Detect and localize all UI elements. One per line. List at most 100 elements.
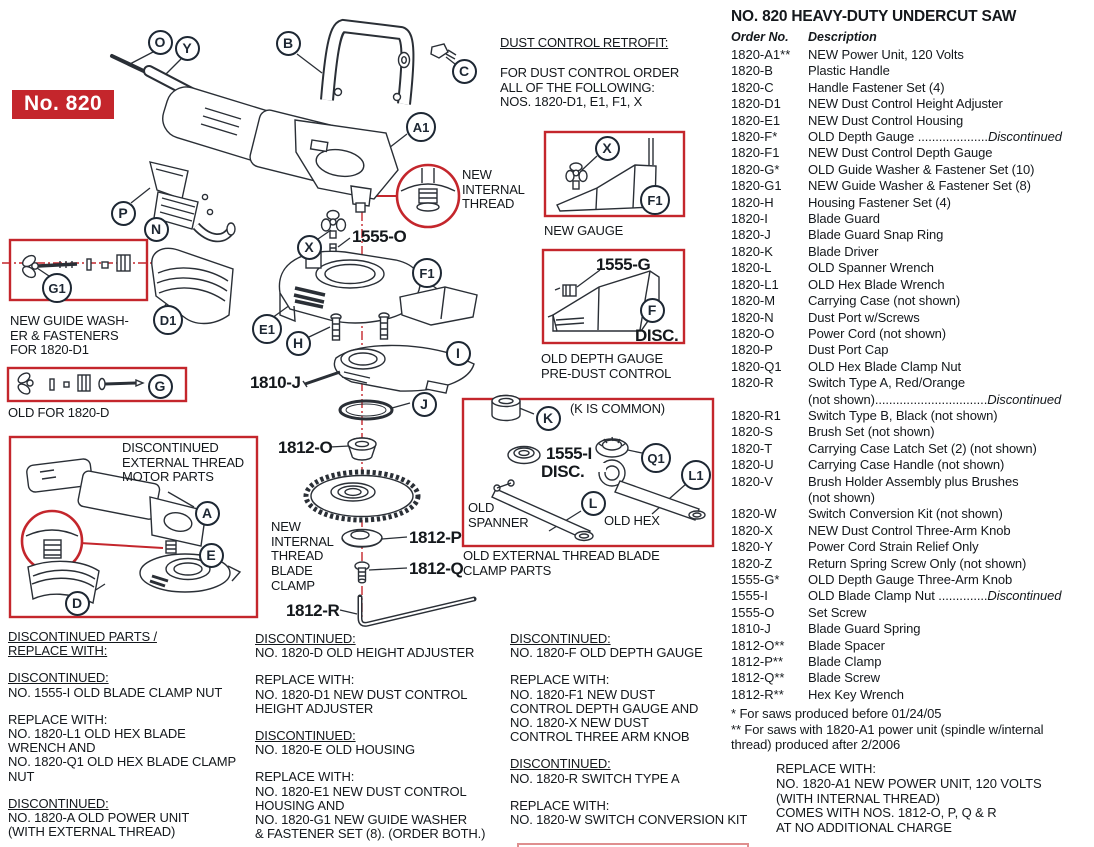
new-gauge-art xyxy=(556,138,657,212)
callout-n: N xyxy=(143,216,169,242)
table-row: 1820-H Housing Fastener Set (4) xyxy=(731,195,1091,211)
order-no-cell: 1820-E1 xyxy=(731,112,781,128)
description-cell: Dust Port w/Screws xyxy=(808,310,1091,326)
description-line: Dust Port Cap xyxy=(808,342,889,358)
description-line: Carrying Case Handle (not shown) xyxy=(808,457,1005,473)
callout-j: J xyxy=(411,391,437,417)
block-heading: REPLACE WITH: xyxy=(510,797,610,813)
description-line: Housing Fastener Set (4) xyxy=(808,194,951,210)
description-cell: Carrying Case Handle (not shown) xyxy=(808,457,1091,473)
order-no-cell: 1820-S xyxy=(731,424,773,440)
description-line: OLD Depth Gauge Three-Arm Knob xyxy=(808,572,1013,587)
block-line: NO. 1555-I OLD BLADE CLAMP NUT xyxy=(8,684,223,700)
replacement-block: DISCONTINUED PARTS / REPLACE WITH: xyxy=(8,629,236,658)
old-motor-art xyxy=(20,458,242,605)
block-line: CONTROL THREE ARM KNOB xyxy=(510,729,690,745)
block-line: NO. 1820-A OLD POWER UNIT xyxy=(8,810,190,826)
block-line: WRENCH AND xyxy=(8,740,96,756)
model-badge: No. 820 xyxy=(12,90,115,119)
block-line: NO. 1820-E OLD HOUSING xyxy=(255,742,415,758)
description-line: Switch Type A, Red/Orange xyxy=(808,375,965,391)
callout-a1: A1 xyxy=(406,112,436,142)
description-cell: OLD Hex Blade Clamp Nut xyxy=(808,359,1091,375)
replacement-block: REPLACE WITH:NO. 1820-W SWITCH CONVERSIO… xyxy=(510,797,748,828)
order-no-cell: 1820-O xyxy=(731,325,775,341)
table-row: 1812-P**Blade Clamp xyxy=(731,654,1091,670)
parts-list-panel: NO. 820 HEAVY-DUTY UNDERCUT SAW Order No… xyxy=(731,8,1091,836)
block-heading: REPLACE WITH: xyxy=(255,769,355,785)
description-cell: Housing Fastener Set (4) xyxy=(808,195,1091,211)
diagram-label: OLD EXTERNAL THREAD BLADE CLAMP PARTS xyxy=(463,548,660,578)
diagram-label: 1555-G xyxy=(596,255,651,274)
depth-gauge-bracket-art xyxy=(399,286,478,326)
red-highlight-boxes xyxy=(6,130,715,619)
description-cell: Hex Key Wrench xyxy=(808,687,1091,703)
order-no-cell: 1820-F1 xyxy=(731,145,780,161)
order-no-cell: 1820-W xyxy=(731,506,777,522)
description-cell: Blade Clamp xyxy=(808,654,1091,670)
block-line: NO. 1820-E1 NEW DUST CONTROL xyxy=(255,783,467,799)
order-no-cell: 1820-I xyxy=(731,211,768,227)
order-no-cell: 1820-V xyxy=(731,473,773,489)
description-line: NEW Dust Control Depth Gauge xyxy=(808,145,993,161)
description-cell: NEW Dust Control Height Adjuster xyxy=(808,96,1091,112)
description-line: OLD Hex Blade Wrench xyxy=(808,276,945,292)
diagram-label: OLD FOR 1820-D xyxy=(8,405,110,420)
table-row: 1820-G*OLD Guide Washer & Fastener Set (… xyxy=(731,162,1091,178)
block-line: NO. 1820-Q1 OLD HEX BLADE CLAMP xyxy=(8,754,236,770)
footnote-line: * For saws produced before 01/24/05 xyxy=(731,706,942,722)
block-line: NO. 1820-W SWITCH CONVERSION KIT xyxy=(510,812,748,828)
replacement-block: DISCONTINUED:NO. 1820-D OLD HEIGHT ADJUS… xyxy=(255,631,485,660)
order-no-cell: 1820-A1** xyxy=(731,47,791,62)
diagram-label: 1812-R xyxy=(286,601,340,620)
description-line: (not shown) xyxy=(808,489,875,505)
description-cell: OLD Depth Gauge Three-Arm Knob xyxy=(808,572,1091,588)
table-row: 1820-O Power Cord (not shown) xyxy=(731,326,1091,342)
block-line: NO. 1820-L1 OLD HEX BLADE xyxy=(8,726,186,742)
block-heading: DISCONTINUED: xyxy=(510,756,611,772)
diagram-label: DISC. xyxy=(541,462,585,481)
diagram-label: 1812-P xyxy=(409,528,462,547)
description-line: OLD Blade Clamp Nut ..............Discon… xyxy=(808,588,1062,604)
callout-b: B xyxy=(275,30,301,56)
description-cell: OLD Guide Washer & Fastener Set (10) xyxy=(808,162,1091,178)
description-line: Power Cord (not shown) xyxy=(808,325,946,341)
internal-thread-detail xyxy=(395,163,461,229)
height-adjuster-art xyxy=(151,247,234,325)
order-no-cell: 1820-P xyxy=(731,342,773,358)
diagram-label: FOR DUST CONTROL ORDER ALL OF THE FOLLOW… xyxy=(500,65,680,110)
order-no-cell: 1820-Z xyxy=(731,555,773,571)
replacement-block: DISCONTINUED:NO. 1820-R SWITCH TYPE A xyxy=(510,756,747,786)
dust-housing-art xyxy=(278,245,421,324)
order-no-cell: 1820-H xyxy=(731,194,774,210)
description-line: NEW Power Unit, 120 Volts xyxy=(808,47,964,62)
diagram-label: DISC. xyxy=(635,326,679,345)
order-no-cell: 1555-O xyxy=(731,604,775,620)
callout-f1: F1 xyxy=(640,185,670,215)
diagram-label: NEW GAUGE xyxy=(544,223,624,238)
block-line: NO. 1820-R SWITCH TYPE A xyxy=(510,770,680,786)
footnote-line: ** For saws with 1820-A1 power unit (spi… xyxy=(731,721,1044,753)
block-line: NO. 1820-X NEW DUST xyxy=(510,715,649,731)
diagram-label: NEW INTERNAL THREAD xyxy=(462,167,525,212)
description-cell: Blade Spacer xyxy=(808,638,1091,654)
housing-screws-art xyxy=(330,312,390,341)
description-cell: Dust Port Cap xyxy=(808,342,1091,358)
block-line: CONTROL DEPTH GAUGE AND xyxy=(510,700,699,716)
block-line: HOUSING AND xyxy=(255,797,345,813)
callout-l1: L1 xyxy=(681,460,711,490)
description-line: Blade Spacer xyxy=(808,637,885,653)
callout-q1: Q1 xyxy=(641,443,671,473)
diagram-label: DUST CONTROL RETROFIT: xyxy=(500,35,669,50)
